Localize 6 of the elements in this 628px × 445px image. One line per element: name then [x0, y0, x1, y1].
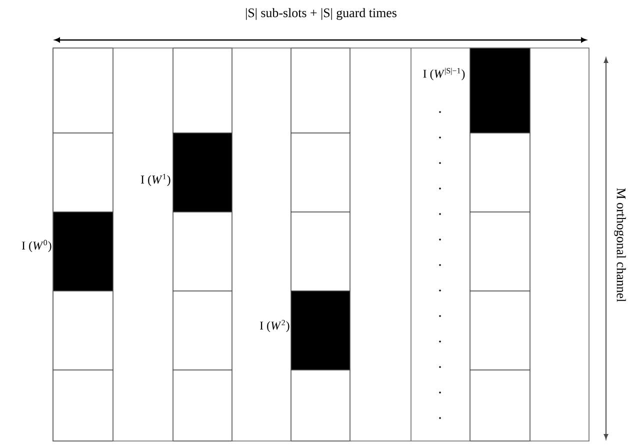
slot-label: I (W$^{1}$)	[140, 174, 170, 186]
dimension-label: |S| sub-slots + |S| guard times	[246, 8, 396, 20]
slot-label: I (W$^{|S|−1}$)	[423, 68, 465, 80]
dimension-label: M orthogonal channel	[614, 188, 626, 302]
slot-label: I (W$^{0}$)	[22, 240, 52, 252]
slot-label: I (W$^{2}$)	[260, 320, 290, 332]
